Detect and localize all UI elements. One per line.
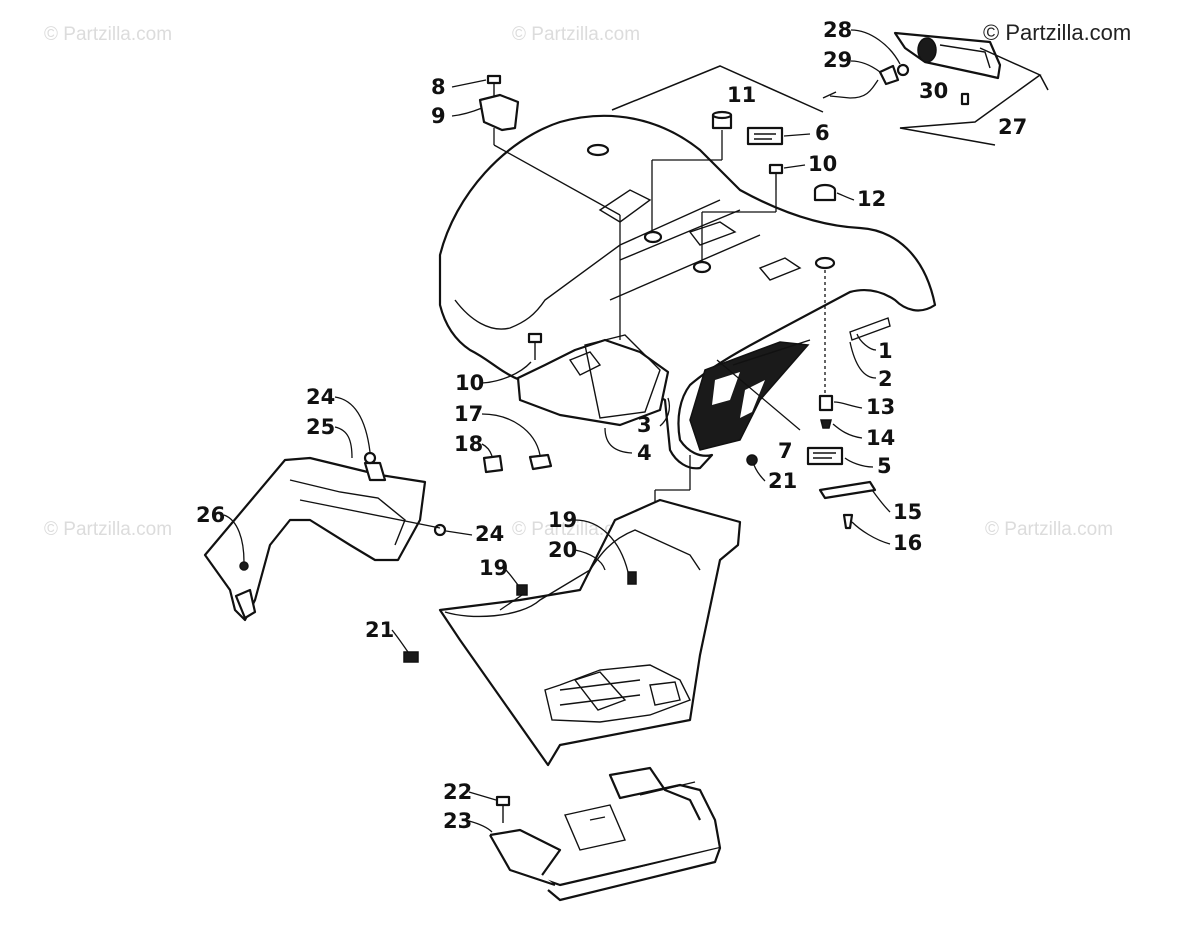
callout-30: 30: [919, 79, 948, 103]
callout-3: 3: [637, 413, 652, 437]
callout-4: 4: [637, 441, 652, 465]
callout-2: 2: [878, 367, 893, 391]
callout-11: 11: [727, 83, 756, 107]
assembly-bracket-27: [899, 47, 1049, 146]
callout-24-top: 24: [306, 385, 335, 409]
callout-28: 28: [823, 18, 852, 42]
lower-fasteners: [403, 571, 637, 663]
callout-6: 6: [815, 121, 830, 145]
callout-13: 13: [866, 395, 895, 419]
callout-25: 25: [306, 415, 335, 439]
callout-20: 20: [548, 538, 577, 562]
watermark: © Partzilla.com: [44, 519, 172, 540]
leader-lines: [493, 65, 837, 560]
watermark: © Partzilla.com: [985, 519, 1113, 540]
callout-16: 16: [893, 531, 922, 555]
callout-18: 18: [454, 432, 483, 456]
footwell: [438, 498, 742, 767]
callout-5: 5: [877, 454, 892, 478]
copyright-notice: © Partzilla.com: [983, 20, 1131, 45]
callout-1: 1: [878, 339, 893, 363]
side-panel: [203, 451, 447, 622]
callout-7: 7: [778, 439, 793, 463]
top-fasteners: [478, 74, 877, 530]
callout-19-a: 19: [548, 508, 577, 532]
callout-23: 23: [443, 809, 472, 833]
callout-10-top: 10: [808, 152, 837, 176]
taillight-assembly: [829, 31, 1049, 146]
callouts: 1 2 3 4 5 6 7 8 9 10 10 11 12 13 14 15 1…: [196, 18, 1027, 833]
callout-10-left: 10: [455, 371, 484, 395]
callout-22: 22: [443, 780, 472, 804]
callout-8: 8: [431, 75, 446, 99]
footrest-bracket: [489, 766, 722, 902]
callout-19-b: 19: [479, 556, 508, 580]
callout-29: 29: [823, 48, 852, 72]
watermark: © Partzilla.com: [44, 24, 172, 45]
callout-9: 9: [431, 104, 446, 128]
callout-14: 14: [866, 426, 895, 450]
watermark: © Partzilla.com: [512, 24, 640, 45]
callout-12: 12: [857, 187, 886, 211]
callout-27: 27: [998, 115, 1027, 139]
callout-24-bottom: 24: [475, 522, 504, 546]
watermarks: © Partzilla.com © Partzilla.com © Partzi…: [44, 24, 1113, 540]
callout-15: 15: [893, 500, 922, 524]
callout-17: 17: [454, 402, 483, 426]
rear-fender: [438, 114, 937, 470]
callout-21-right: 21: [768, 469, 797, 493]
callout-21-left: 21: [365, 618, 394, 642]
callout-26: 26: [196, 503, 225, 527]
